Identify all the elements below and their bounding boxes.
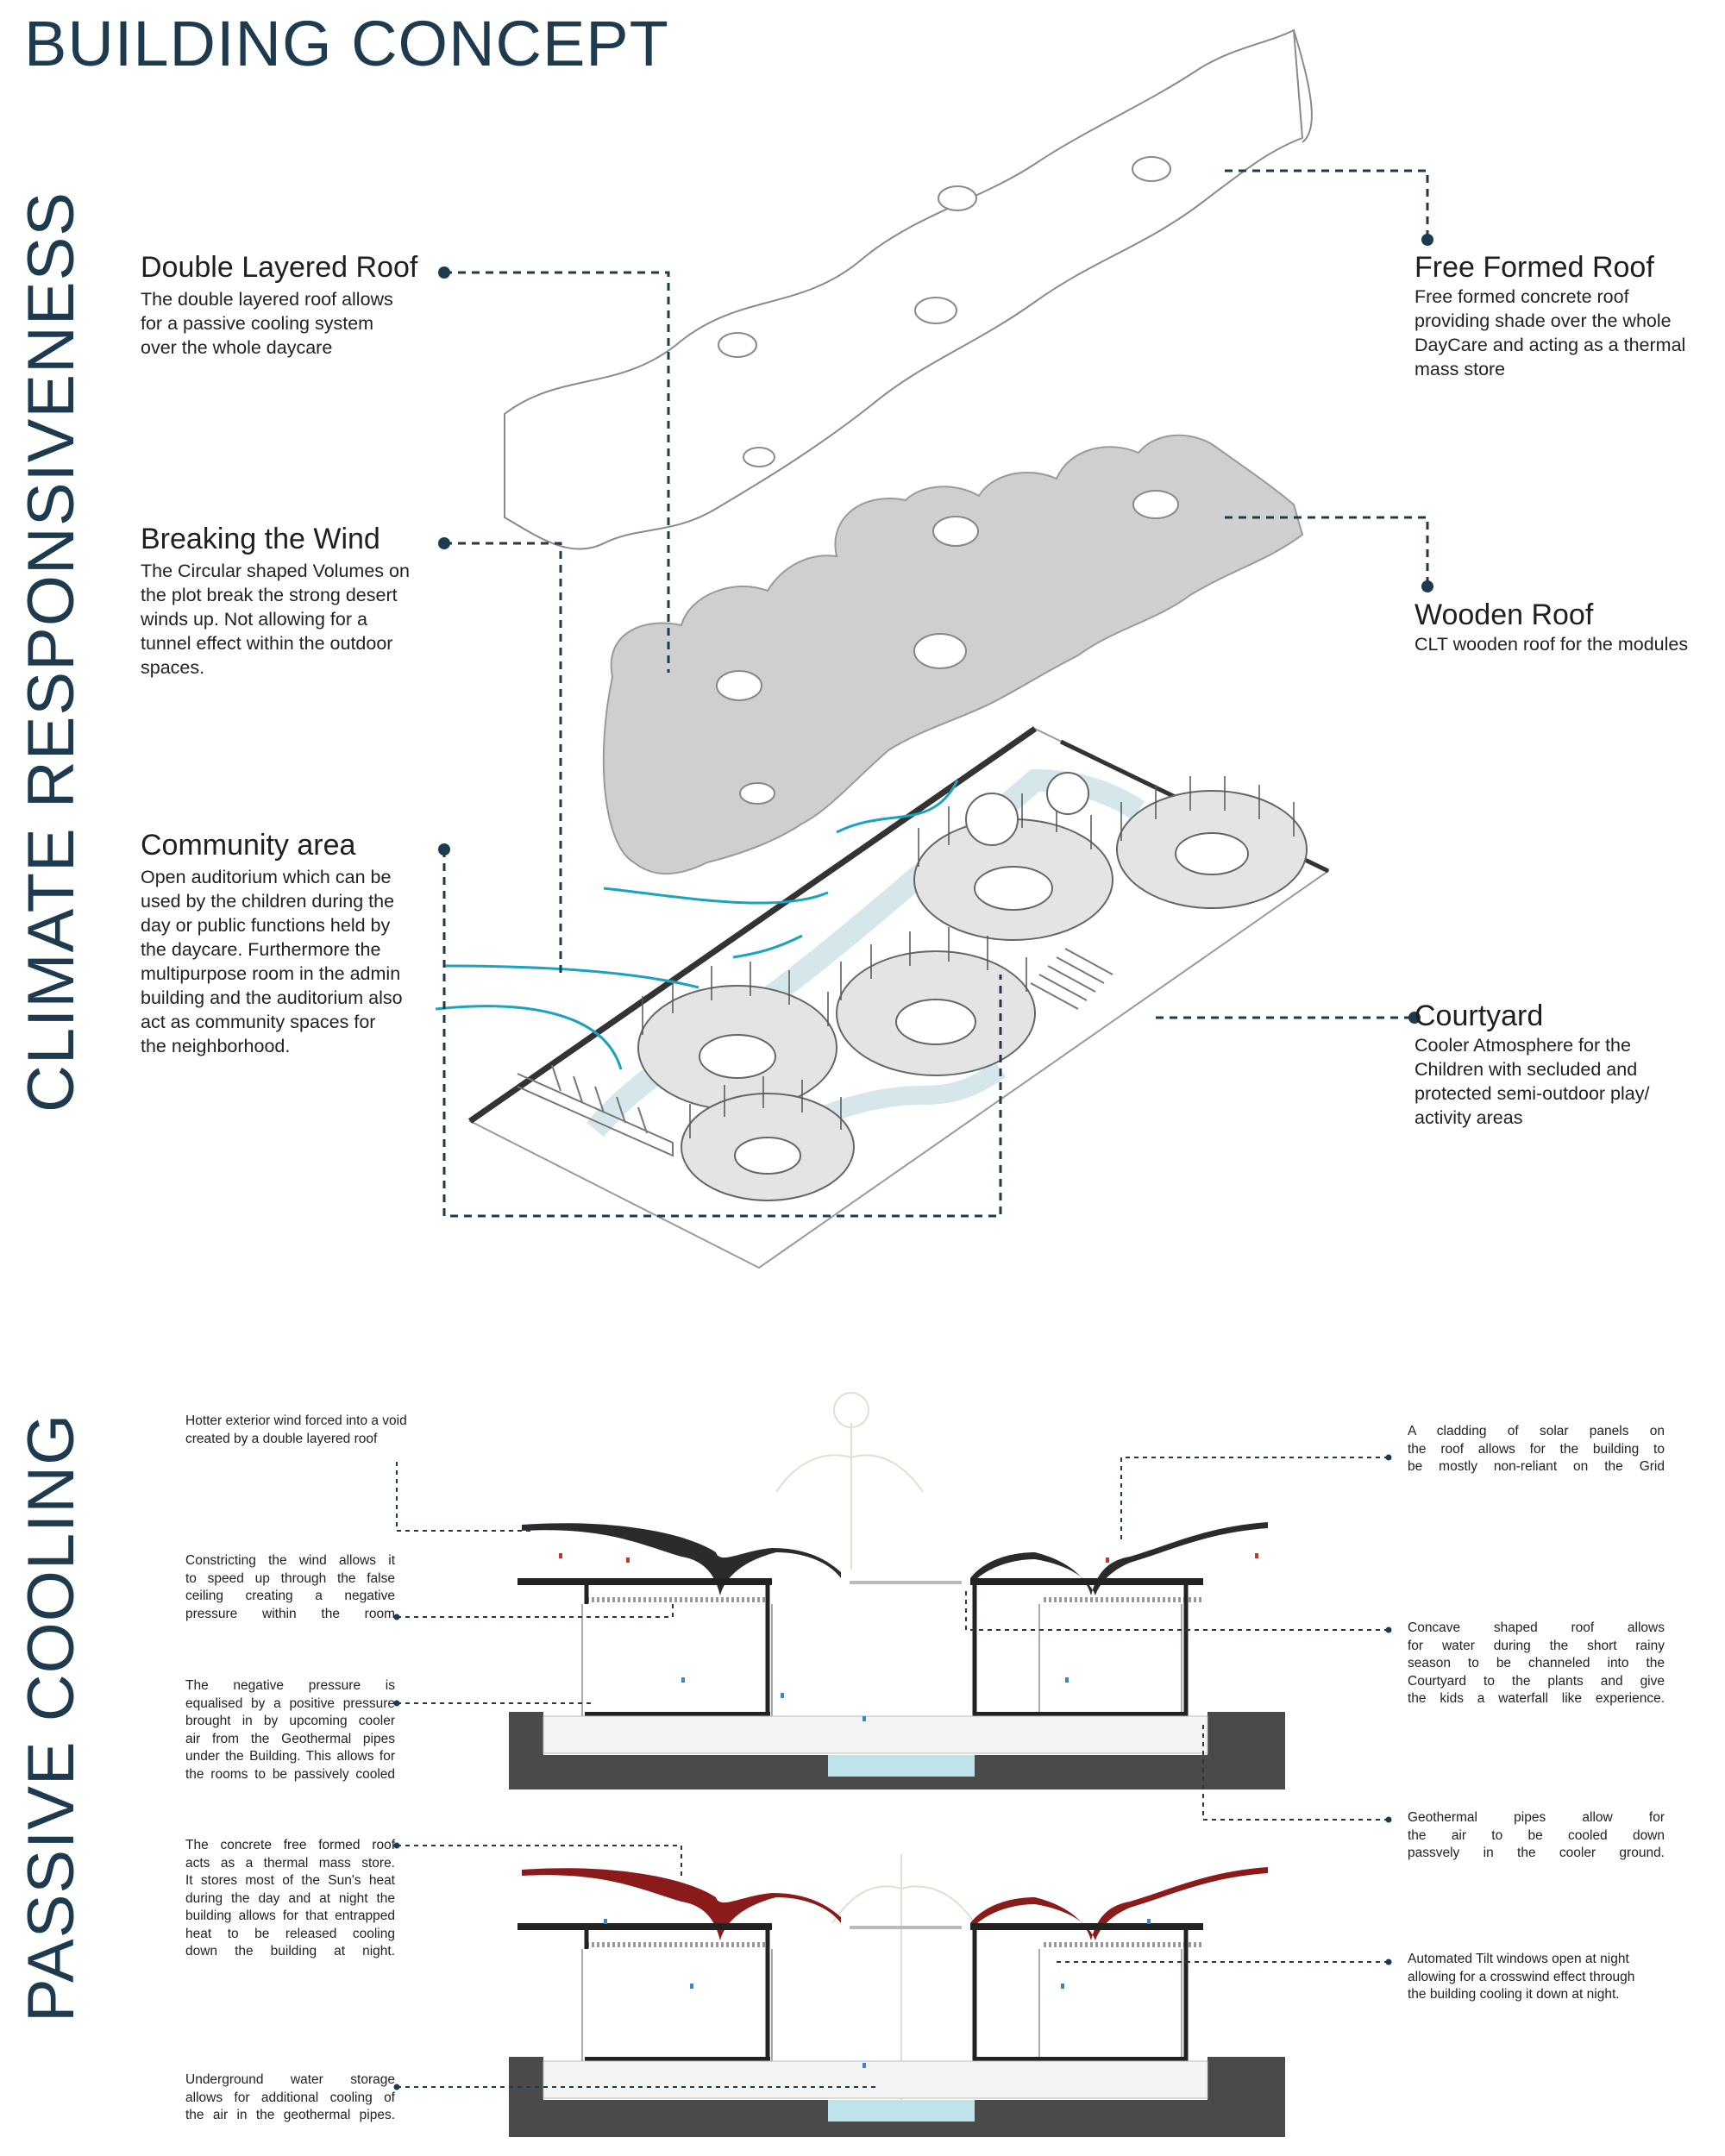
note-concrete-roof: The concrete free formed roof acts as a … [185, 1838, 395, 1959]
free-formed-roof-illustration [504, 28, 1313, 550]
callout-title-community: Community area [141, 829, 356, 862]
callout-title-wooden-roof: Wooden Roof [1414, 599, 1594, 631]
wind-arrows [435, 780, 959, 1070]
section-leader-lines [396, 1457, 1389, 2088]
callout-body-community: Open auditorium which can be used by the… [141, 867, 403, 1056]
site-plan-illustration [468, 726, 1330, 1269]
callout-body-double-roof: The double layered roof allows for a pas… [141, 289, 393, 358]
page-title: BUILDING CONCEPT [24, 8, 669, 79]
note-concave-roof: Concave shaped roof allows for water dur… [1408, 1620, 1665, 1706]
callout-body-breaking-wind: The Circular shaped Volumes on the plot … [141, 561, 410, 678]
callout-body-courtyard: Cooler Atmosphere for the Children with … [1414, 1035, 1650, 1128]
callout-title-free-roof: Free Formed Roof [1414, 251, 1654, 284]
callout-title-double-roof: Double Layered Roof [141, 251, 418, 284]
note-underground-water: Underground water storage allows for add… [185, 2072, 395, 2122]
note-hotter-wind: Hotter exterior wind forced into a void … [185, 1413, 407, 1446]
callout-body-wooden-roof: CLT wooden roof for the modules [1414, 634, 1689, 655]
leader-lines [442, 169, 1429, 1218]
note-tilt-windows: Automated Tilt windows open at night all… [1408, 1952, 1635, 2002]
note-geothermal-pipes: Geothermal pipes allow for the air to be… [1408, 1810, 1665, 1860]
note-constricting-wind: Constricting the wind allows it to speed… [185, 1553, 395, 1621]
callout-body-free-roof: Free formed concrete roof providing shad… [1414, 286, 1686, 379]
note-negative-pressure: The negative pressure is equalised by a … [185, 1678, 395, 1782]
note-solar-panels: A cladding of solar panels on the roof a… [1408, 1424, 1665, 1474]
section-day [509, 1392, 1285, 1789]
callout-title-courtyard: Courtyard [1414, 1000, 1544, 1032]
section-night [509, 1854, 1285, 2137]
leader-dots [438, 234, 1433, 1024]
section-leader-dots [393, 1454, 1392, 2090]
callout-title-breaking-wind: Breaking the Wind [141, 523, 380, 555]
wooden-roof-illustration [602, 434, 1304, 875]
